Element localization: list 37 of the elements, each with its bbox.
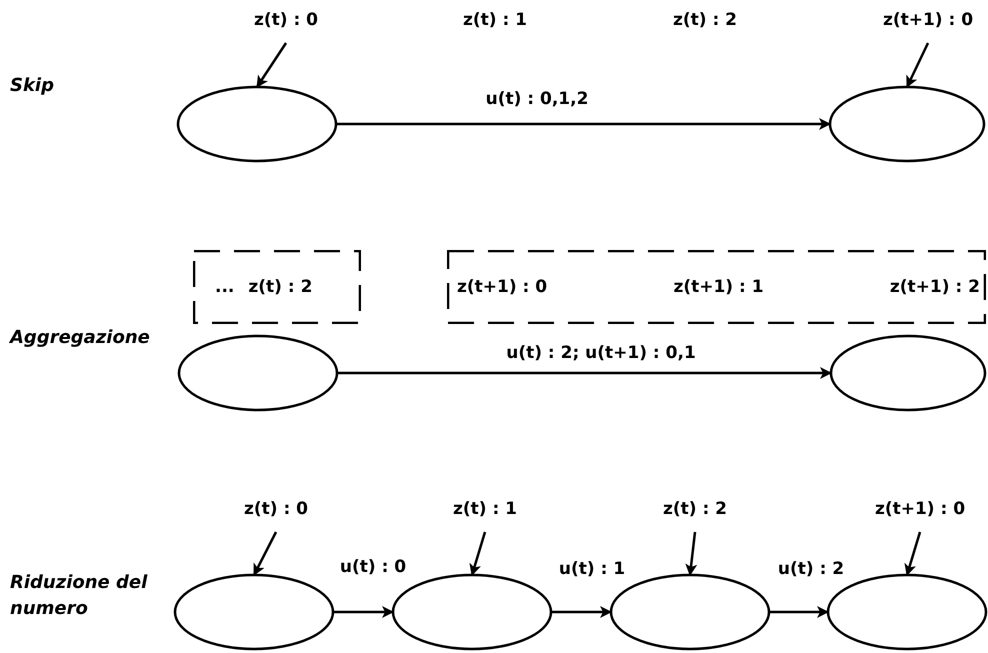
state-label: z(t) : 0 [254, 10, 318, 30]
arrow [336, 118, 831, 130]
state-label: z(t) : 1 [452, 499, 518, 519]
arrow [904, 532, 922, 576]
arrow [769, 606, 829, 618]
state-label: z(t) : 2 [248, 277, 312, 297]
state-ellipse [391, 573, 553, 651]
state-ellipse [173, 573, 335, 651]
state-label: ... [215, 277, 234, 297]
state-label: z(t+1) : 0 [882, 10, 974, 30]
dashed-box [193, 250, 361, 324]
state-label: z(t+1) : 1 [673, 277, 764, 297]
state-label: z(t) : 1 [462, 10, 528, 30]
arrow [906, 42, 930, 88]
arrow [333, 606, 394, 618]
row-title: Skip [10, 74, 54, 98]
arrow [551, 606, 612, 618]
arrow [685, 532, 698, 576]
state-label: z(t) : 2 [662, 499, 728, 519]
row-title: Aggregazione [10, 326, 150, 350]
state-ellipse [177, 334, 339, 412]
arrow [337, 367, 832, 379]
row-title: Riduzione del numero [10, 571, 148, 621]
state-label: z(t) : 2 [672, 10, 738, 30]
arrow [256, 42, 288, 88]
dashed-box [447, 250, 986, 324]
state-ellipse [176, 85, 338, 163]
state-ellipse [828, 85, 986, 163]
arrow [469, 532, 486, 576]
state-ellipse [609, 573, 771, 651]
state-label: z(t) : 0 [244, 499, 308, 519]
state-ellipse [829, 334, 987, 412]
state-ellipse [826, 573, 988, 651]
state-label: z(t+1) : 0 [874, 499, 966, 519]
state-label: z(t+1) : 0 [457, 277, 548, 297]
state-label: z(t+1) : 2 [890, 277, 980, 297]
arrow [252, 531, 278, 576]
